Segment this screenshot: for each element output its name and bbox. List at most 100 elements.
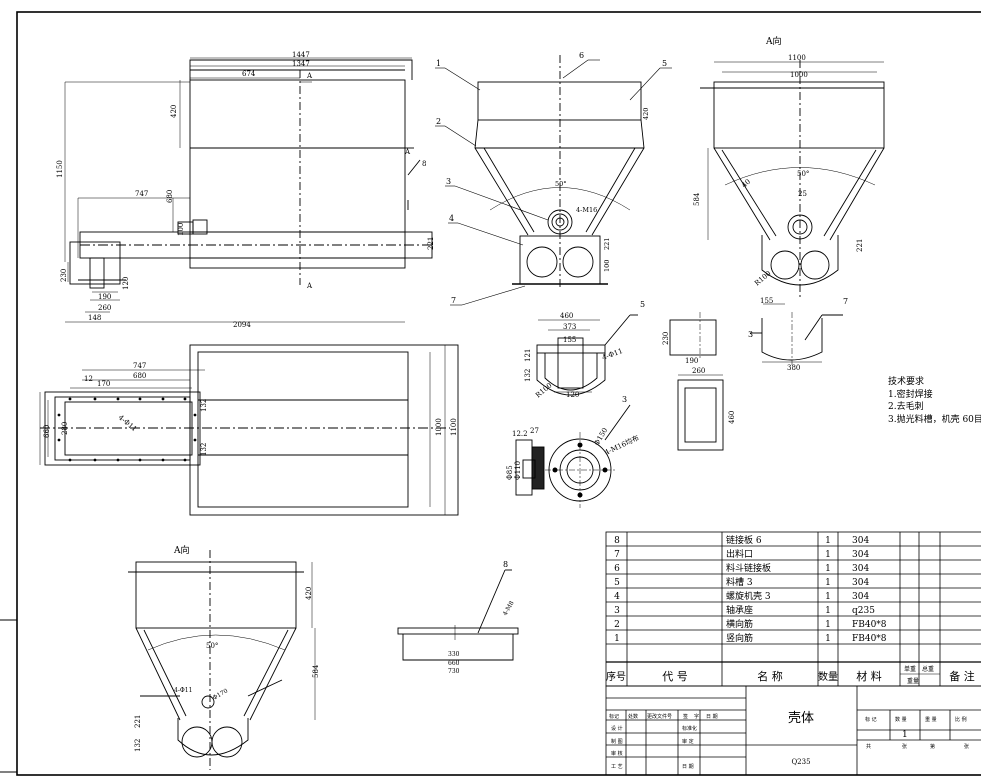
detail-5	[536, 314, 638, 396]
balloon: 8	[503, 560, 508, 569]
dim-text: 155	[760, 297, 773, 305]
svg-text:4: 4	[614, 592, 620, 602]
dim-text: 420	[170, 105, 178, 118]
dim-text: 221	[134, 715, 142, 728]
side-view-text: 1 2 3 4 5 6 7 50° 420 4-M16 221 100	[436, 51, 667, 305]
bom-row: 1 竖向筋 1 FB40*8	[614, 632, 887, 644]
dim-text: 747	[135, 190, 148, 198]
dim-text: R100	[534, 381, 553, 399]
svg-text:304: 304	[852, 564, 869, 574]
svg-text:FB40*8: FB40*8	[852, 634, 887, 644]
svg-text:3: 3	[614, 606, 620, 616]
svg-text:304: 304	[852, 550, 869, 560]
dim-text: 1100	[450, 418, 458, 436]
dim-text: 12.2	[512, 430, 528, 438]
dim-text: 148	[88, 314, 101, 322]
svg-text:1: 1	[825, 634, 831, 644]
dim-text: 230	[60, 269, 68, 282]
dim-text: 190	[685, 357, 698, 365]
balloon: 3	[622, 395, 627, 404]
dim-text: 1447	[292, 51, 310, 59]
svg-text:名 称: 名 称	[757, 669, 783, 683]
dim-text: 50°	[206, 642, 218, 650]
svg-text:标 记: 标 记	[865, 716, 877, 723]
view-label: A向	[173, 544, 190, 556]
svg-text:总重: 总重	[922, 665, 934, 673]
dim-text: 680	[166, 190, 174, 203]
dim-text: 1100	[788, 54, 806, 62]
dim-text: 121	[524, 349, 532, 362]
top-view	[39, 344, 459, 516]
bom-row: 5 料槽 3 1 304	[614, 576, 869, 588]
part-name: 壳体	[788, 711, 814, 726]
front-view-dims: 1447 1347 674 420 1150 747 680 100 221 2…	[56, 51, 435, 329]
balloon-label: 8	[422, 160, 426, 168]
detail-3-holes	[552, 442, 608, 498]
svg-text:代 号: 代 号	[662, 670, 688, 683]
svg-text:304: 304	[852, 536, 869, 546]
svg-text:8: 8	[614, 536, 620, 546]
bom-row: 7 出料口 1 304	[614, 548, 869, 560]
bom-header: 序号 代 号 名 称 数量 材 料 单重 总重 重量 备 注	[606, 665, 975, 685]
svg-text:5: 5	[614, 578, 620, 588]
svg-text:304: 304	[852, 578, 869, 588]
a-view-bottom	[128, 550, 316, 770]
front-view	[64, 57, 433, 323]
svg-text:共: 共	[866, 743, 871, 750]
dim-text: 2094	[233, 321, 251, 329]
svg-text:螺旋机壳 3: 螺旋机壳 3	[726, 590, 771, 602]
tech-item: 3.抛光料槽，机壳 60目	[888, 414, 981, 425]
dim-text: 730	[448, 668, 460, 675]
dim-text: 460	[728, 411, 736, 424]
bom-rows: 8 链接板 6 1 304 7 出料口 1 304 6 料斗链接板 1 304 …	[606, 534, 975, 685]
dim-text: 420	[642, 108, 650, 120]
dim-text: 132	[200, 443, 208, 456]
bom-row: 2 横向筋 1 FB40*8	[614, 618, 887, 630]
svg-text:备 注: 备 注	[949, 669, 975, 683]
svg-text:序号: 序号	[606, 670, 626, 683]
balloon: 7	[843, 297, 848, 306]
detail-3-text: 12.2 27 Φ150 4-M16均布 Φ85 Φ110 3	[506, 395, 640, 480]
svg-text:日 期: 日 期	[682, 764, 694, 770]
balloon: 1	[436, 59, 441, 68]
svg-text:审 定: 审 定	[682, 738, 694, 745]
tech-title: 技术要求	[888, 377, 925, 387]
tech-item: 2.去毛刺	[888, 402, 924, 412]
dim-text: 120	[122, 277, 130, 290]
dim-text: 221	[603, 238, 611, 250]
dim-text: 4-M16	[576, 206, 597, 214]
title-block	[605, 685, 981, 776]
svg-text:更改文件号: 更改文件号	[647, 713, 672, 720]
title-block-text: 标记 处数 更改文件号 签 字 日 期 设 计 制 图 审 核 工 艺 标准化 …	[609, 711, 969, 770]
section-marker: A	[306, 72, 313, 80]
svg-text:料斗链接板: 料斗链接板	[726, 562, 771, 574]
dim-text: Φ85	[506, 465, 514, 480]
dim-text: 132	[200, 399, 208, 412]
bom-row: 3 轴承座 1 q235	[614, 604, 875, 616]
svg-text:比 例: 比 例	[955, 716, 967, 723]
svg-text:1: 1	[825, 578, 831, 588]
dim-text: 1150	[56, 160, 64, 178]
dim-text: 27	[530, 427, 539, 435]
dim-text: 12	[84, 375, 93, 383]
side-view-leaders	[435, 59, 672, 306]
top-view-holes	[57, 397, 197, 462]
svg-text:张: 张	[964, 743, 969, 750]
dim-text: 660	[43, 425, 51, 438]
svg-text:标准化: 标准化	[682, 725, 697, 732]
svg-text:第: 第	[930, 743, 935, 750]
detail-8	[397, 569, 519, 661]
svg-text:2: 2	[614, 620, 620, 630]
dim-text: 132	[134, 739, 142, 752]
svg-text:7: 7	[614, 550, 620, 560]
dim-text: 25	[798, 190, 807, 198]
dim-text: 40	[740, 178, 752, 190]
balloon: 7	[451, 296, 456, 305]
dim-text: 260	[98, 304, 111, 312]
balloon: 3	[748, 330, 753, 339]
view-label: A向	[765, 35, 782, 47]
balloon: 5	[662, 59, 667, 68]
svg-text:1: 1	[825, 620, 831, 630]
svg-text:横向筋: 横向筋	[726, 618, 753, 630]
dim-text: R100	[753, 269, 772, 287]
